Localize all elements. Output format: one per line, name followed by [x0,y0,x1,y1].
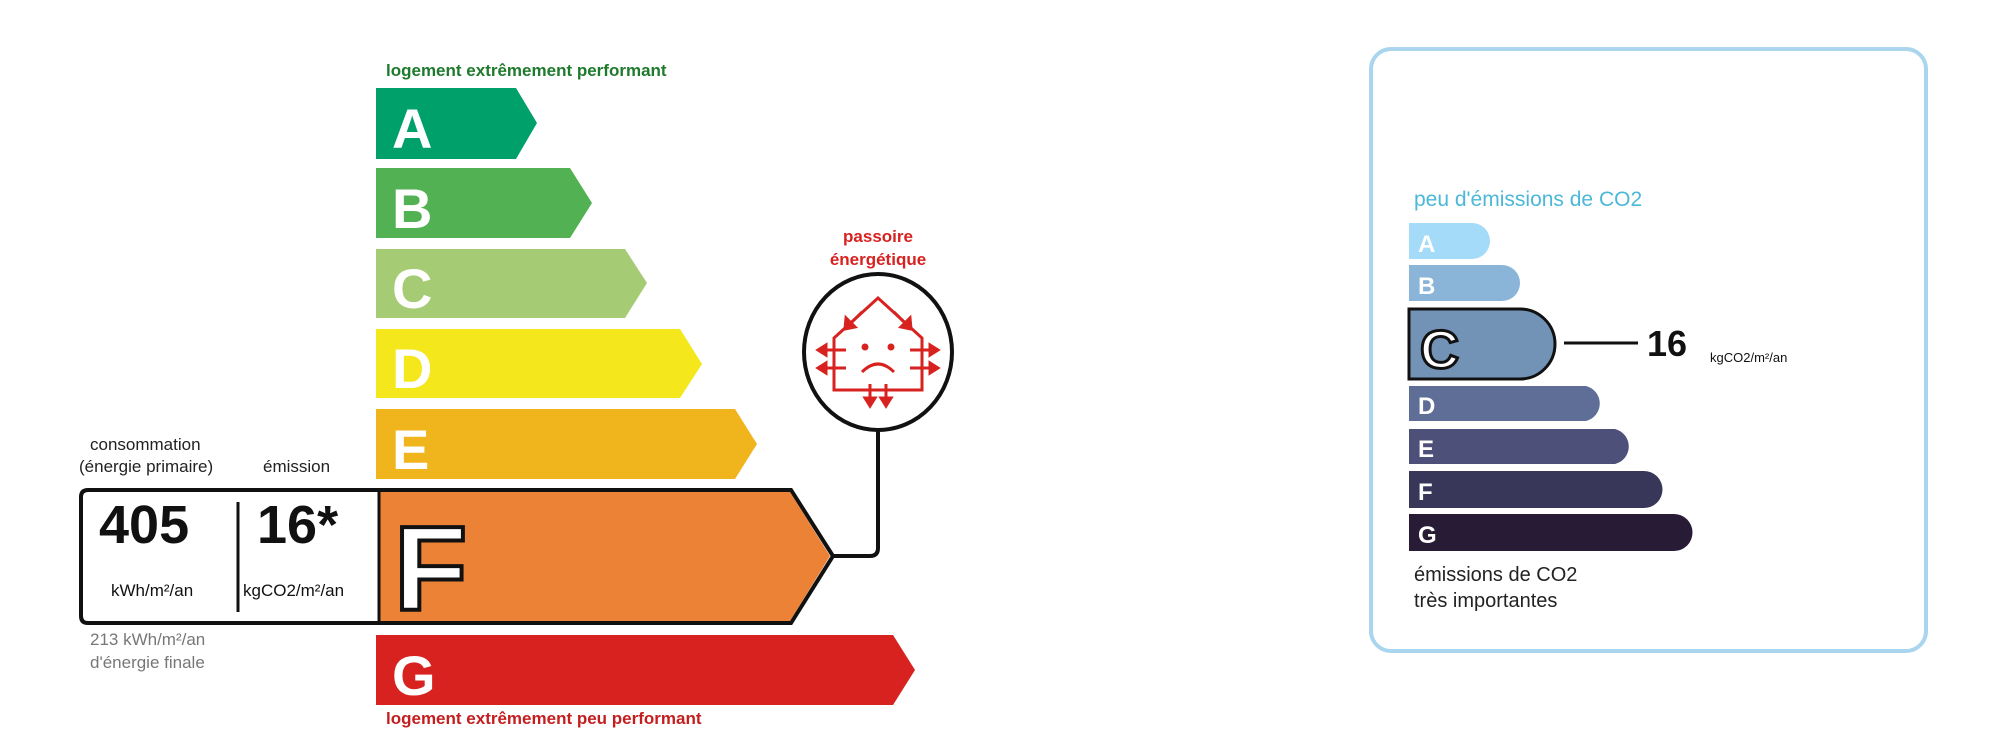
class-c-bar: C [376,249,647,320]
svg-text:C: C [1420,320,1459,380]
svg-text:G: G [392,644,436,707]
class-d-bar: D [376,329,702,400]
co2-class-a-bar: A [1409,223,1490,259]
emission-value: 16* [257,495,338,555]
svg-text:A: A [392,97,432,160]
co2-bottom-caption: émissions de CO2 [1414,564,1577,586]
class-g-bar: G [376,635,915,707]
co2-value: 16 [1647,323,1687,364]
top-caption: logement extrêmement performant [386,61,667,80]
svg-text:D: D [392,337,432,400]
co2-bottom-caption-2: très importantes [1414,590,1557,612]
passoire-label: passoire [843,227,913,246]
bottom-caption: logement extrêmement peu performant [386,709,702,728]
final-energy: 213 kWh/m²/an [90,630,205,649]
passoire-label-2: énergétique [830,250,926,269]
consumption-label-2: (énergie primaire) [79,457,213,476]
svg-text:A: A [1418,231,1435,258]
current-class-f-box: F 405 16* kWh/m²/an kgCO2/m²/an [79,488,836,638]
co2-class-f-bar: F [1409,471,1663,508]
co2-class-g-bar: G [1409,514,1693,551]
co2-label: peu d'émissions de CO2 A B C D E F G 16 … [1369,47,1928,653]
energy-label: logement extrêmement performant A B C D … [79,61,954,728]
class-b-bar: B [376,168,592,240]
emission-label: émission [263,457,330,476]
consumption-value: 405 [99,495,189,555]
consumption-unit: kWh/m²/an [111,581,193,600]
emission-unit: kgCO2/m²/an [243,581,344,600]
svg-text:G: G [1418,522,1437,549]
svg-text:C: C [392,257,432,320]
co2-class-c-bar-current: C [1407,307,1557,382]
class-a-bar: A [376,88,537,160]
current-class-letter: F [394,502,467,636]
consumption-label: consommation [90,435,201,454]
svg-text:D: D [1418,393,1435,420]
final-energy-2: d'énergie finale [90,653,205,672]
svg-text:B: B [1418,273,1435,300]
class-e-bar: E [376,409,757,481]
svg-text:F: F [1418,479,1433,506]
connector-line [833,430,880,558]
co2-class-e-bar: E [1409,429,1629,464]
co2-unit: kgCO2/m²/an [1710,350,1787,365]
svg-text:E: E [392,418,429,481]
co2-class-b-bar: B [1409,265,1520,301]
svg-text:E: E [1418,436,1434,463]
sad-house-icon [802,272,954,432]
co2-class-d-bar: D [1409,386,1600,421]
co2-top-caption: peu d'émissions de CO2 [1414,188,1642,211]
svg-text:B: B [392,177,432,240]
